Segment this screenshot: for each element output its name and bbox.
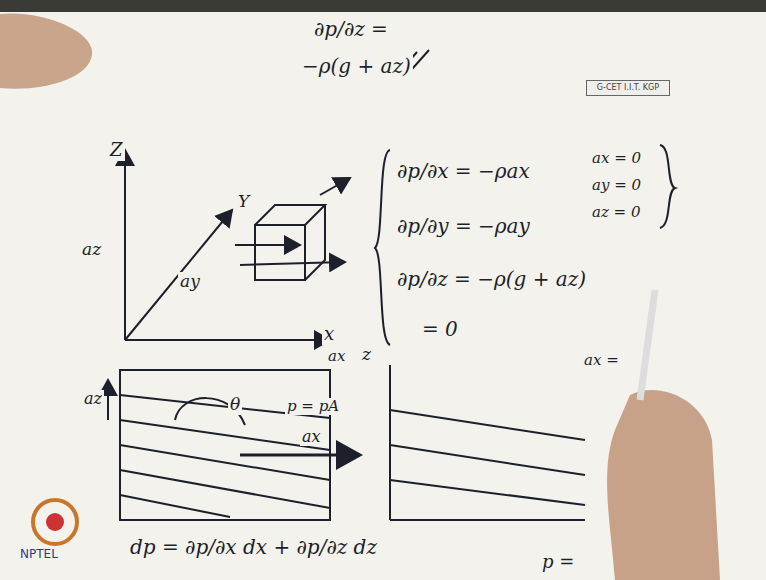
axis-label: z [360,345,373,365]
stamp-text: G-CET I.I.T. KGP [591,83,665,93]
equation: = 0 [420,318,460,341]
equation: dp = ∂p/∂x dx + ∂p/∂z dz [128,536,379,559]
logo-text: NPTEL [18,548,60,562]
hand [0,13,92,88]
stamp-box: G-CET I.I.T. KGP [586,80,670,96]
condition: az = 0 [590,204,643,221]
condition: ax = 0 [590,150,643,167]
axis-label: x [322,324,336,345]
axis-label: Y [236,192,251,212]
axis-label: ax [326,348,347,365]
axis-label: Z [108,140,125,161]
condition: ax = [582,352,621,369]
equation: ∂p/∂x = −ρax [395,160,532,183]
pressure-label: p = pA [285,398,341,415]
axis-label: az [80,240,103,260]
equation: ∂p/∂y = −ρay [395,215,532,238]
angle-label: θ [228,395,242,415]
equation: −ρ(g + az) [300,55,413,78]
condition: ay = 0 [590,177,643,194]
page-edge [0,0,766,12]
nptel-logo [33,500,77,544]
equation: p = [540,552,576,573]
equation: ∂p/∂z = −ρ(g + az) [395,268,588,291]
hand [607,390,720,580]
equation: ∂p/∂z = [312,18,390,41]
axis-label: az [82,390,104,408]
ink-strokes [108,50,675,520]
axis-label: ay [178,272,202,292]
pen [640,290,655,400]
acceleration-label: ax [300,428,323,446]
